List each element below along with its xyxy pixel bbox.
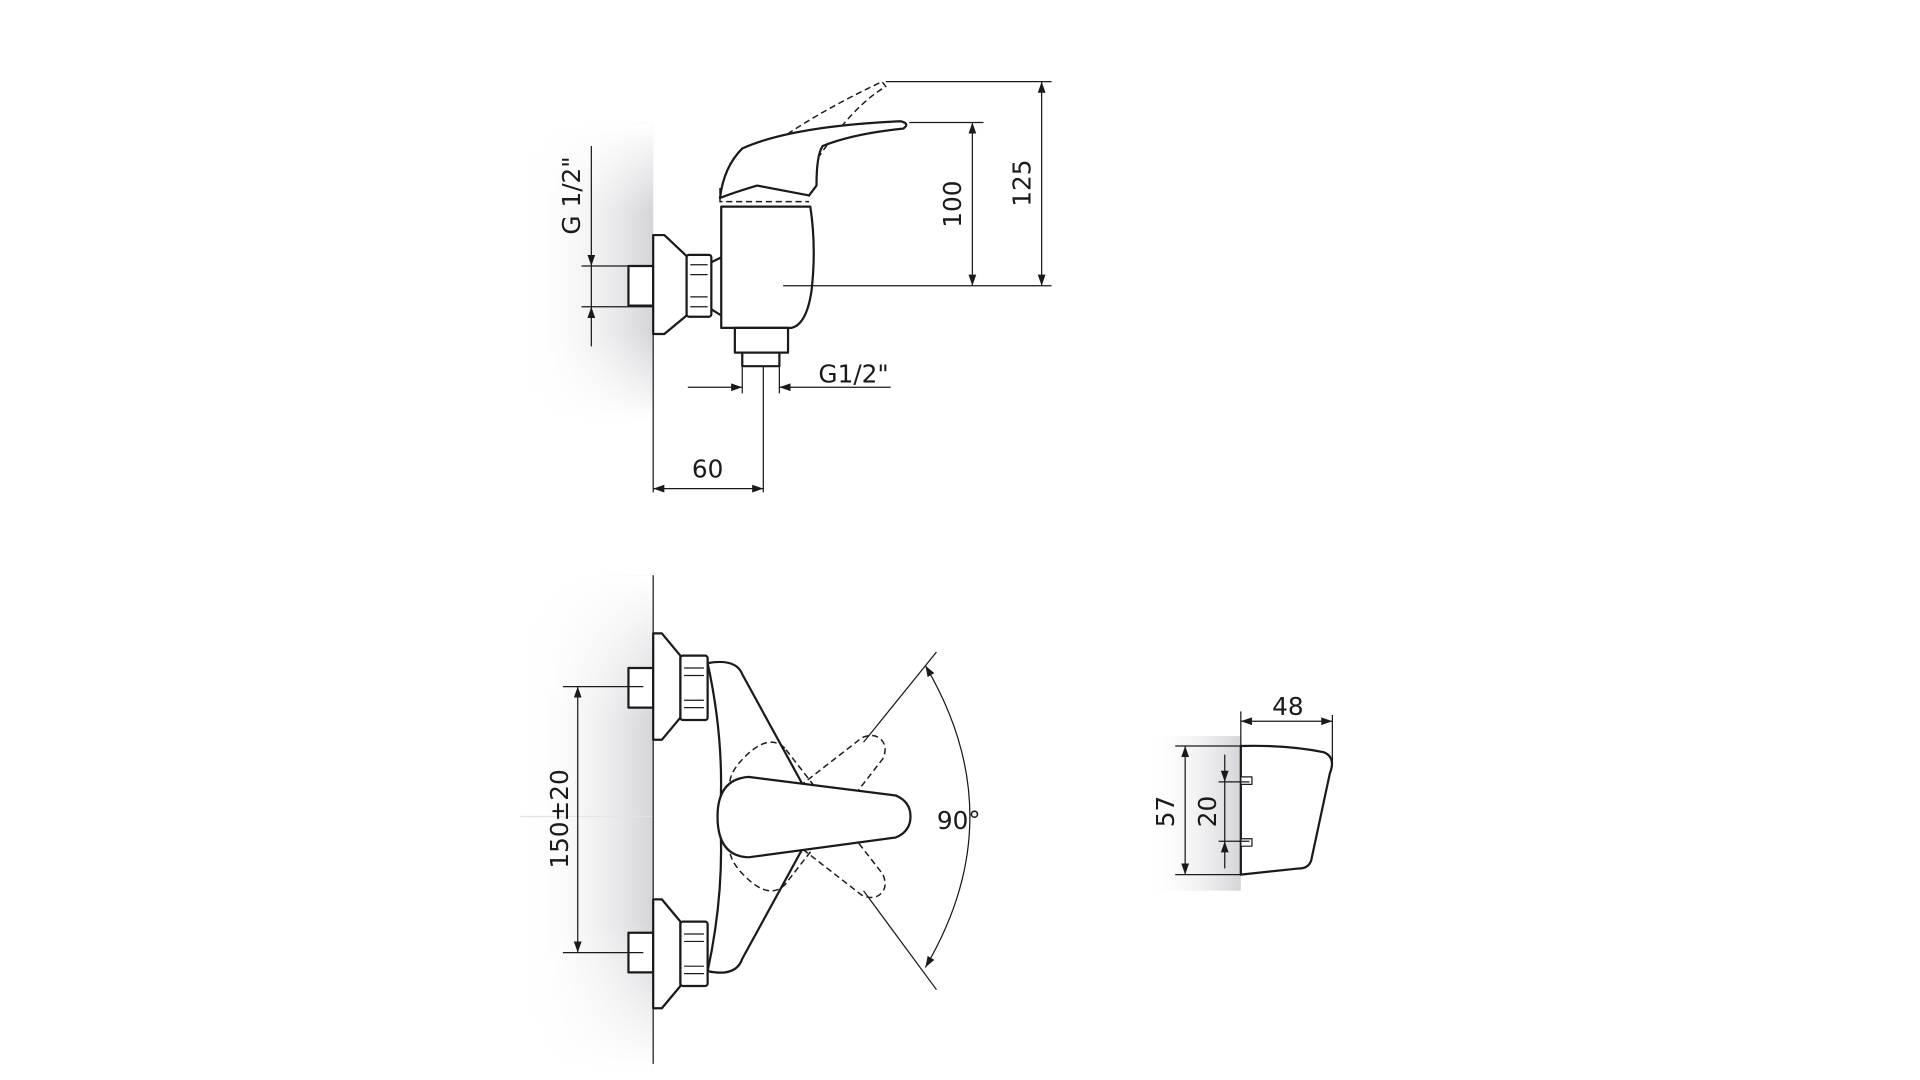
lever-height-label: 100 bbox=[938, 181, 967, 228]
front-view: 90° 150±20 bbox=[519, 575, 981, 1071]
hex-nut bbox=[685, 253, 713, 318]
escutcheon-view: 48 57 20 bbox=[1144, 692, 1334, 891]
pin-spacing-label: 20 bbox=[1193, 796, 1222, 827]
inlet-pipe bbox=[627, 264, 655, 307]
inlet-thread-label: G 1/2" bbox=[557, 156, 586, 234]
projection-label: 60 bbox=[692, 455, 723, 484]
mixer-body bbox=[720, 205, 815, 329]
side-view: G 1/2" G1/2" 60 100 125 bbox=[519, 80, 1052, 493]
width-label: 48 bbox=[1272, 692, 1303, 721]
inlet-spacing-label: 150±20 bbox=[545, 769, 574, 868]
lever-raised-height-label: 125 bbox=[1008, 159, 1037, 206]
rotation-angle-label: 90° bbox=[937, 806, 981, 835]
height-label: 57 bbox=[1151, 796, 1180, 827]
lower-connection bbox=[627, 898, 709, 1010]
upper-connection bbox=[627, 632, 709, 741]
escutcheon bbox=[652, 233, 688, 336]
escutcheon-part bbox=[1239, 744, 1334, 876]
outlet bbox=[733, 326, 790, 354]
lever-handle bbox=[718, 120, 908, 200]
lever-handle bbox=[716, 775, 912, 859]
outlet-thread-label: G1/2" bbox=[818, 359, 888, 388]
